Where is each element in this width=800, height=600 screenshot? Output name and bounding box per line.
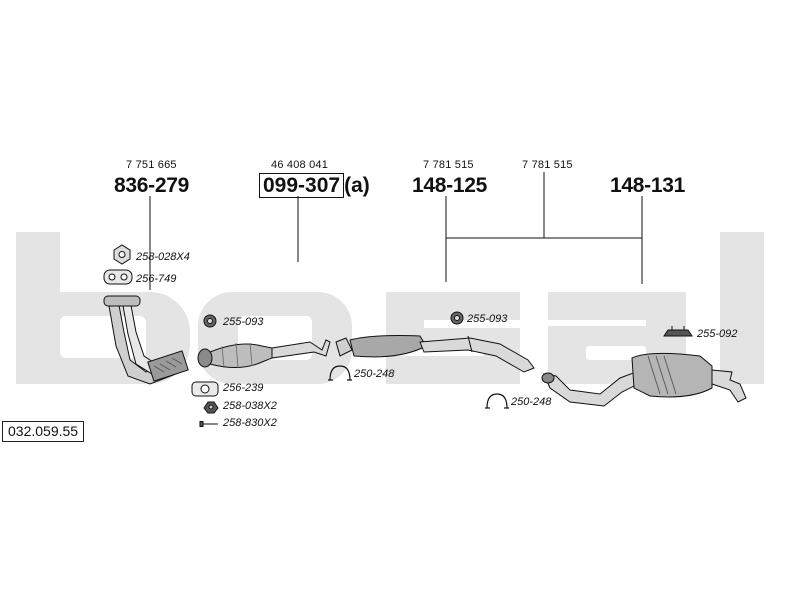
gasket-icon (103, 269, 133, 285)
catalytic-converter (197, 339, 331, 369)
bolt-icon (199, 421, 218, 427)
front-pipe (103, 295, 189, 385)
spring-nut-icon (203, 401, 219, 414)
flange-gasket-icon (191, 381, 219, 397)
oe-number: 7 781 515 (423, 159, 474, 171)
accessory-label: 250-248 (354, 368, 395, 380)
clamp-icon-2 (485, 393, 509, 409)
part-number: 099-307 (259, 173, 345, 198)
rubber-mount-icon-2 (450, 311, 464, 325)
rubber-mount-icon (203, 314, 217, 328)
accessory-label: 258-830X2 (223, 417, 277, 429)
accessory-label: 258-038X2 (223, 400, 277, 412)
oe-number: 7 781 515 (522, 159, 573, 171)
oe-number: 46 408 041 (271, 159, 329, 171)
rear-silencer (541, 352, 747, 407)
part-number: 148-125 (412, 174, 487, 197)
clamp-icon (328, 365, 352, 381)
accessory-label: 255-093 (467, 313, 508, 325)
part-number: 148-131 (610, 174, 685, 197)
oe-number: 7 751 665 (126, 159, 177, 171)
accessory-label: 250-248 (511, 396, 552, 408)
hanger-icon (663, 326, 693, 337)
part-suffix: (a) (344, 174, 370, 197)
part-number: 836-279 (114, 174, 189, 197)
accessory-label: 255-092 (697, 328, 738, 340)
accessory-label: 256-239 (223, 382, 264, 394)
middle-silencer (335, 335, 535, 373)
catalog-number: 032.059.55 (2, 421, 85, 442)
part-number-boxed: 099-307(a) (259, 173, 370, 198)
accessory-label: 258-028X4 (136, 251, 190, 263)
accessory-label: 255-093 (223, 316, 264, 328)
accessory-label: 256-749 (136, 273, 177, 285)
nut-icon (113, 244, 131, 265)
